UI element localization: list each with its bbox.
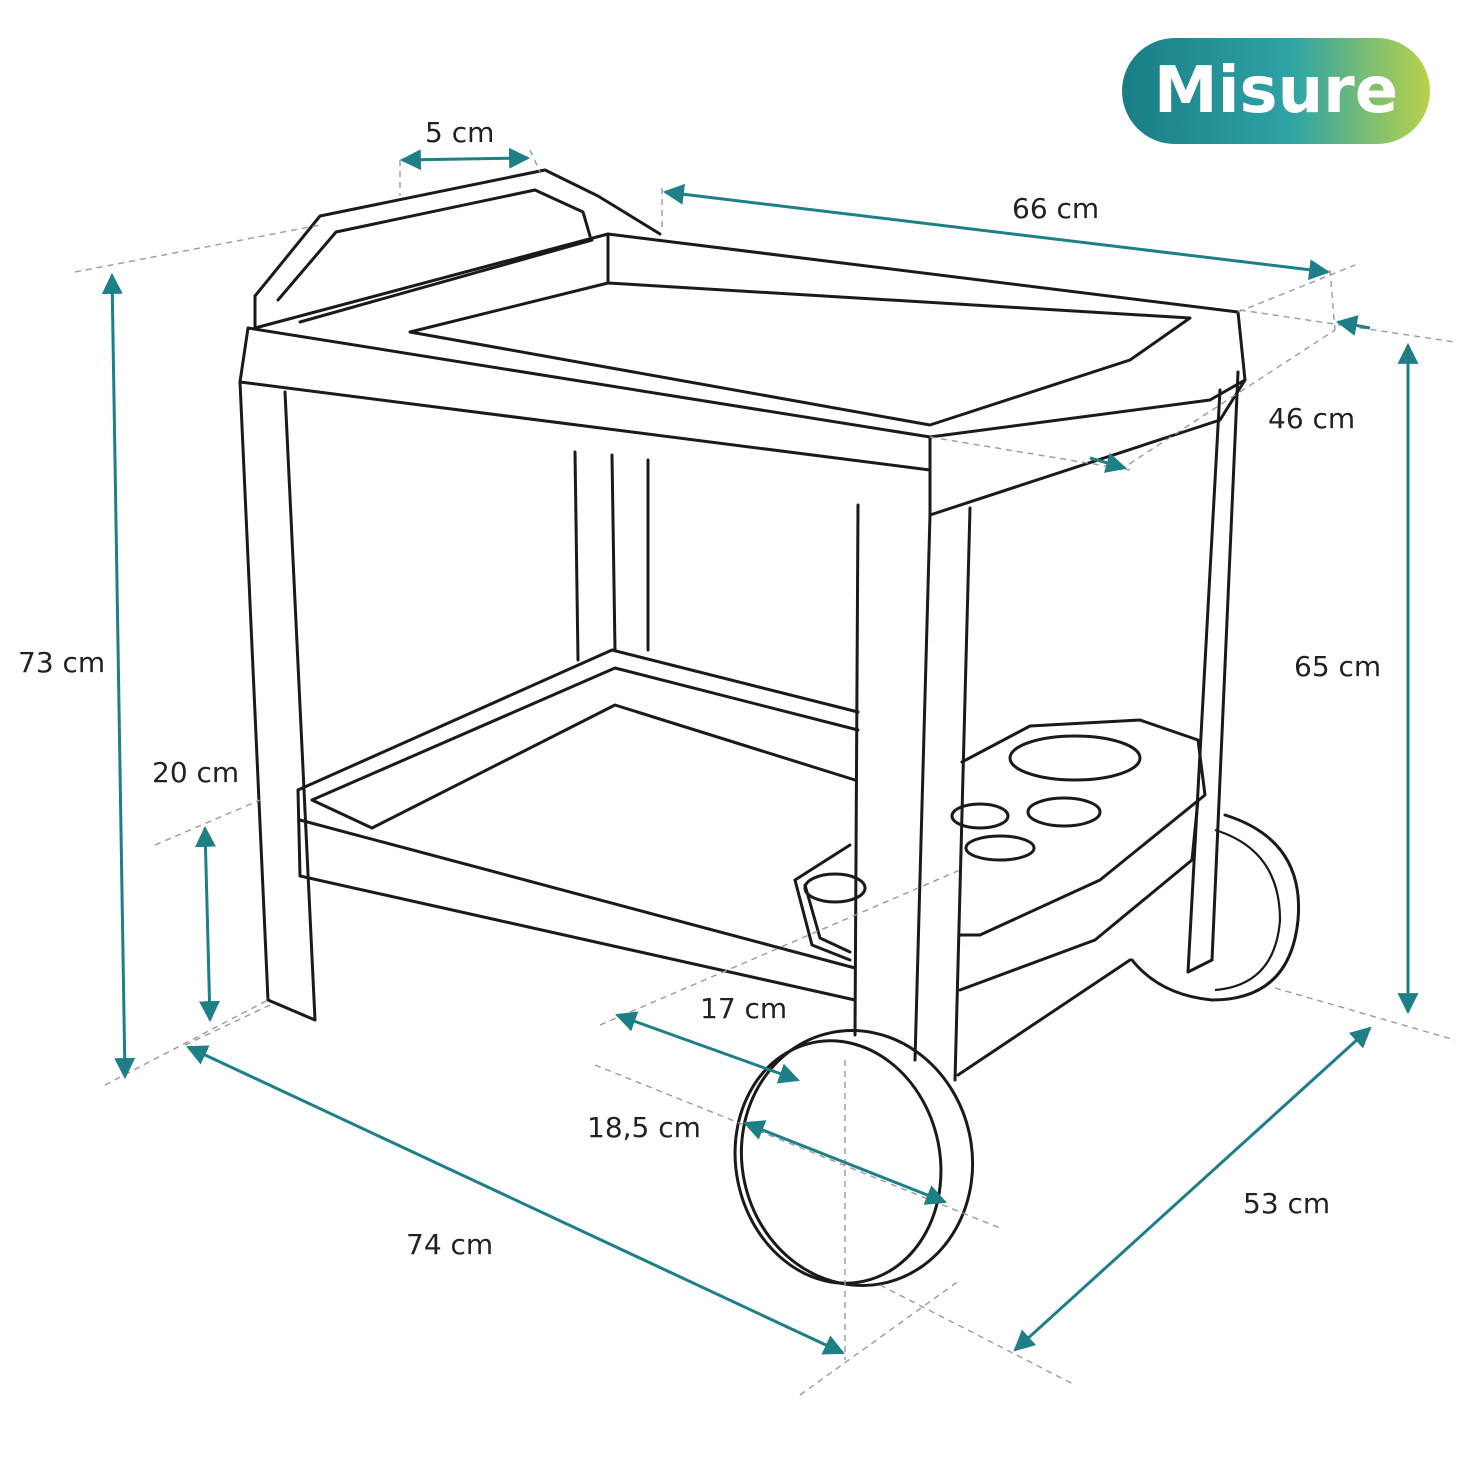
shelf-clearance-arrow <box>194 825 221 1023</box>
trolley-drawing <box>238 168 1301 1287</box>
total-depth-arrow <box>1013 1026 1372 1352</box>
label-shelf-clearance: 20 cm <box>152 756 239 789</box>
total-height-arrow <box>101 272 136 1080</box>
top-depth-arrow-upper <box>1335 315 1371 336</box>
handle-width-arrow <box>399 147 531 171</box>
misure-badge-label: Misure <box>1153 54 1399 128</box>
label-total-length: 74 cm <box>406 1228 493 1261</box>
label-total-depth: 53 cm <box>1243 1187 1330 1220</box>
label-handle-width: 5 cm <box>425 116 494 149</box>
dimension-labels: 5 cm 66 cm 46 cm 73 cm 65 cm 20 cm 17 cm… <box>18 116 1381 1261</box>
label-wheel-diameter: 18,5 cm <box>587 1111 701 1144</box>
label-leg-height: 65 cm <box>1294 650 1381 683</box>
label-top-depth: 46 cm <box>1268 402 1355 435</box>
label-top-length: 66 cm <box>1012 192 1099 225</box>
wheel-diameter-arrow <box>743 1120 947 1205</box>
misure-badge: Misure <box>1122 38 1430 144</box>
total-length-arrow <box>186 1045 845 1355</box>
top-length-arrow <box>662 183 1331 281</box>
top-depth-arrow <box>1089 452 1128 473</box>
dimension-arrows <box>101 147 1419 1355</box>
label-wheel-width: 17 cm <box>700 992 787 1025</box>
label-total-height: 73 cm <box>18 646 105 679</box>
